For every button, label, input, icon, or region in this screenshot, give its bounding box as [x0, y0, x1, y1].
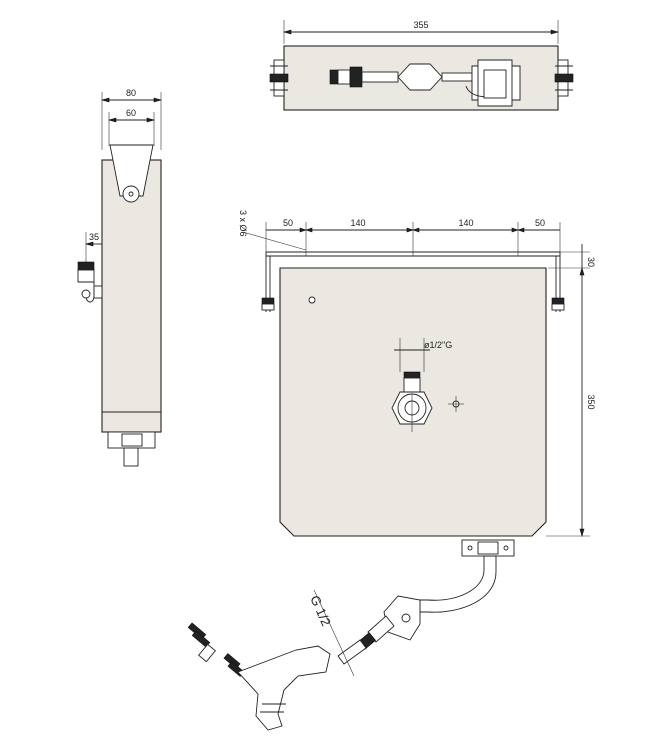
- holes-label: 3 x Ø6: [238, 210, 248, 237]
- spacing-dim-1: 50: [283, 218, 293, 228]
- side-view: 80 60 35: [77, 88, 163, 467]
- side-inner-width-dim: 60: [126, 108, 136, 118]
- spacing-dim-4: 50: [535, 218, 545, 228]
- front-view: 3 x Ø6 50 140 140 50 30: [238, 210, 596, 557]
- spacing-dim-2: 140: [350, 218, 365, 228]
- thread-label: ø1/2"G: [424, 340, 452, 350]
- side-outer-width-dim: 80: [126, 88, 136, 98]
- spray-gun: [237, 645, 331, 731]
- top-offset-dim: 30: [586, 257, 596, 267]
- height-dim: 350: [586, 394, 596, 409]
- spacing-dim-3: 140: [458, 218, 473, 228]
- top-width-dim: 355: [413, 20, 428, 30]
- top-view: 355: [269, 20, 574, 111]
- outlet-thread-label: G 1/2: [307, 593, 334, 628]
- hose-assembly: G 1/2: [187, 555, 497, 731]
- side-pipe-offset-dim: 35: [89, 232, 99, 242]
